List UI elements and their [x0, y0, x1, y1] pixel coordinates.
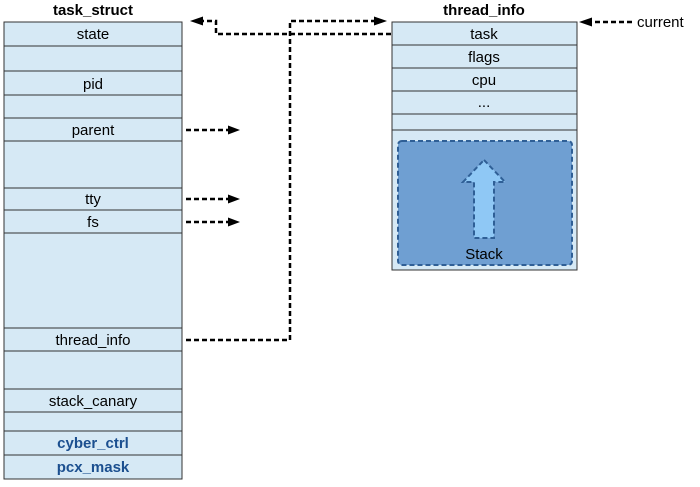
task-struct-field-empty [3, 45, 183, 72]
task-struct-field-state [3, 21, 183, 47]
task-to-task-struct-arrow [190, 16, 391, 36]
task-struct-field-empty [3, 232, 183, 329]
task-struct-field-empty [3, 94, 183, 119]
task-struct-field-pid [3, 70, 183, 96]
parent-pointer-arrow [186, 125, 240, 135]
thread-info-field-empty [391, 113, 578, 131]
task-struct-label-parent: parent [72, 122, 115, 139]
thread-info-label-task: task [470, 26, 498, 43]
task-struct-title: task_struct [53, 2, 133, 19]
task-struct-field-empty [3, 140, 183, 189]
task-struct-label-thread-info: thread_info [55, 332, 130, 349]
task-struct-field-empty [3, 350, 183, 390]
tty-pointer-arrow [186, 194, 240, 204]
fs-pointer-arrow [186, 217, 240, 227]
task-struct-field-empty [3, 411, 183, 432]
thread-info-pointer-arrow [186, 16, 387, 342]
task-struct-box: state pid parent tty fs thread_info stac… [3, 21, 183, 480]
thread-info-label-flags: flags [468, 49, 500, 66]
thread-info-title: thread_info [443, 2, 525, 19]
task-struct-label-pid: pid [83, 76, 103, 93]
thread-info-label-ellipsis: ... [478, 94, 491, 111]
task-struct-field-pcx-mask [3, 454, 183, 480]
task-struct-label-tty: tty [85, 191, 101, 208]
stack-region: Stack [397, 140, 573, 266]
stack-label: Stack [465, 246, 503, 263]
task-struct-label-cyber-ctrl: cyber_ctrl [57, 435, 129, 452]
current-pointer-arrow [579, 17, 632, 27]
task-struct-label-stack-canary: stack_canary [49, 393, 138, 410]
task-struct-field-cyber-ctrl [3, 430, 183, 456]
stack-growth-up-arrow-icon [460, 158, 508, 239]
task-struct-label-fs: fs [87, 214, 99, 231]
task-struct-label-pcx-mask: pcx_mask [57, 459, 130, 476]
current-label: current [637, 14, 685, 31]
task-struct-label-state: state [77, 26, 110, 43]
thread-info-label-cpu: cpu [472, 72, 496, 89]
